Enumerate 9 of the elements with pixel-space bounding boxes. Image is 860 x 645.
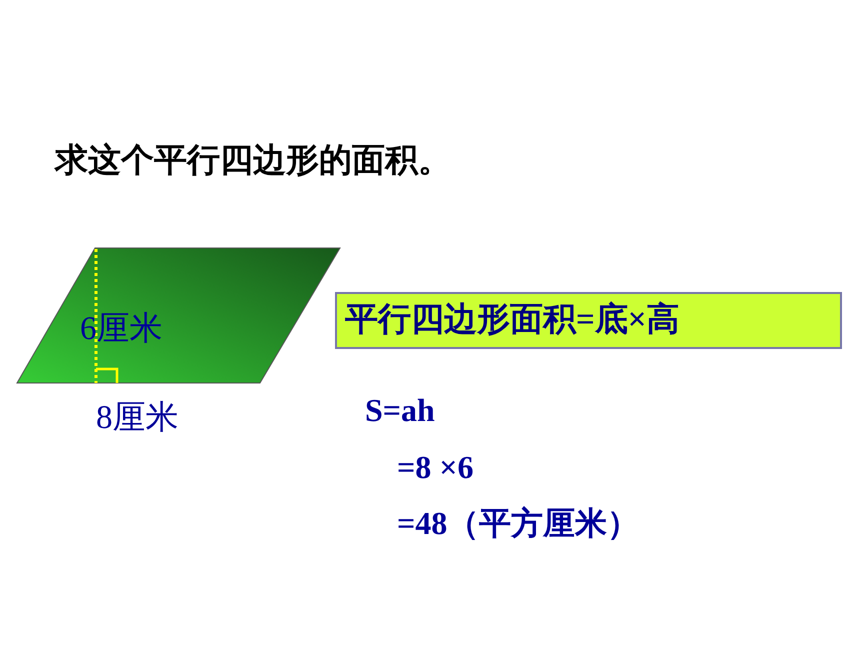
calculation-step: =8 ×6 — [397, 450, 474, 486]
calculation-step: S=ah — [365, 393, 435, 428]
title: 求这个平行四边形的面积。 — [55, 142, 451, 181]
calculation-step: =48（平方厘米） — [397, 506, 640, 542]
formula-box — [335, 292, 842, 349]
formula-text: 平行四边形面积=底×高 — [345, 302, 680, 338]
height-label: 6厘米 — [80, 313, 162, 346]
parallelogram-drawing — [16, 248, 341, 384]
base-label: 8厘米 — [96, 402, 178, 435]
